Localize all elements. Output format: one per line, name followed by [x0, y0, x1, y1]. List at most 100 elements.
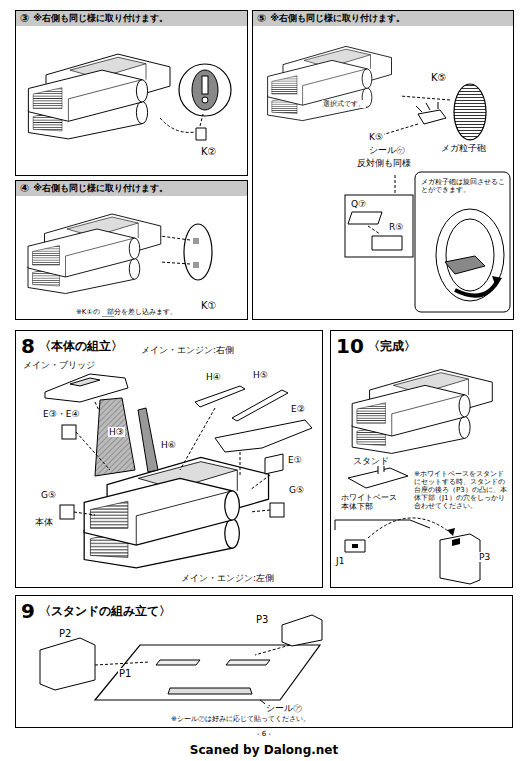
line-art — [368, 226, 380, 234]
step-header: ④ ※右側も同じ様に取り付けます。 — [16, 181, 247, 196]
line-art — [446, 219, 494, 291]
line-art — [60, 505, 74, 519]
line-art — [215, 420, 312, 452]
step-number: 10 — [336, 334, 364, 358]
part-label: R⑤ — [388, 222, 404, 232]
part-label: K② — [200, 146, 218, 158]
line-art — [415, 172, 510, 312]
part-label: P1 — [118, 668, 132, 680]
step-header: 10〈完成〉 — [331, 331, 512, 361]
step-title: ※右側も同じ様に取り付けます。 — [33, 182, 168, 195]
part-label: K① — [200, 300, 218, 312]
line-art — [202, 97, 208, 103]
part-label: ※シール㋐は好みに応じて貼ってください。 — [170, 715, 311, 723]
line-art — [352, 544, 358, 548]
line-art — [395, 175, 396, 195]
line-art — [179, 64, 231, 116]
step-number: ④ — [20, 182, 29, 195]
part-label: E③・E④ — [42, 409, 81, 419]
part-label: P2 — [58, 628, 72, 640]
part-label: ※ホワイトベースをスタンドにセットする時、スタンドの台座の後ろ（P3）の凸に、本… — [413, 470, 511, 510]
line-art — [160, 118, 195, 132]
line-art — [492, 276, 502, 287]
part-label: 反対側も同様 — [356, 158, 412, 168]
part-label: E① — [287, 455, 303, 465]
step-number: 8 — [21, 334, 35, 358]
line-art — [202, 76, 208, 94]
step-number: 9 — [21, 599, 35, 623]
line-art — [345, 540, 365, 552]
line-art — [416, 102, 438, 112]
line-art — [195, 386, 245, 407]
line-art — [160, 236, 190, 264]
line-art — [455, 280, 498, 296]
line-art — [196, 128, 206, 140]
line-art — [70, 378, 100, 386]
part-label: E② — [290, 404, 306, 414]
line-art — [400, 96, 450, 100]
line-art — [454, 84, 486, 140]
line-art — [368, 518, 452, 538]
part-label: 本体 — [34, 517, 54, 527]
step-header: ③ ※右側も同じ様に取り付けます。 — [16, 11, 247, 26]
part-label: メガ粒子砲 — [440, 143, 487, 153]
part-label: メガ粒子砲は旋回させることができます。 — [420, 178, 506, 194]
part-label: メイン・エンジン:右側 — [140, 345, 235, 355]
line-art — [270, 503, 284, 517]
step-number: ③ — [20, 12, 29, 25]
part-label: メイン・ブリッジ — [22, 360, 96, 370]
part-label: G⑤ — [288, 485, 305, 495]
step-title: 〈スタンドの組み立て〉 — [39, 603, 171, 620]
line-art — [282, 615, 322, 646]
line-art — [436, 209, 504, 301]
line-art — [348, 212, 382, 224]
line-art — [372, 236, 402, 250]
line-art — [440, 534, 480, 584]
line-art — [138, 408, 158, 472]
line-art — [232, 390, 288, 421]
part-label: ※K①の 部分を差し込みます。 — [75, 308, 178, 316]
line-art — [180, 408, 215, 470]
part-label: H④ — [205, 372, 222, 382]
line-art — [418, 110, 446, 124]
line-art — [200, 114, 203, 126]
line-art — [28, 214, 161, 294]
line-art — [445, 256, 485, 274]
line-art — [193, 262, 199, 268]
line-art — [74, 432, 270, 515]
line-art — [62, 425, 76, 439]
line-art — [193, 238, 199, 244]
line-art — [447, 528, 455, 536]
part-label: Q⑦ — [350, 199, 367, 209]
step-header: ⑤ ※右側も同じ様に取り付けます。 — [253, 11, 513, 26]
line-art — [28, 54, 170, 139]
part-label: P3 — [478, 552, 491, 562]
line-art — [240, 452, 270, 490]
line-art — [352, 370, 492, 454]
part-label: H⑤ — [252, 370, 269, 380]
step-title: ※右側も同じ様に取り付けます。 — [33, 12, 168, 25]
part-label: シール㋐ — [265, 703, 303, 713]
line-art — [268, 46, 392, 120]
part-label: H⑥ — [160, 440, 177, 450]
line-art — [45, 374, 128, 402]
part-label: - 6 - — [256, 730, 272, 738]
line-art — [95, 645, 320, 700]
part-label: H③ — [108, 427, 125, 437]
part-label: メイン・エンジン:左側 — [180, 573, 275, 583]
line-art — [184, 224, 212, 280]
part-label: シール㋘ — [368, 145, 406, 155]
part-label: G⑤ — [40, 490, 57, 500]
line-art — [335, 520, 430, 530]
part-label: K⑤ — [430, 72, 448, 84]
line-art — [265, 454, 283, 474]
step-panel: ④ ※右側も同じ様に取り付けます。 — [15, 180, 248, 320]
part-label: 選択式です。 — [322, 100, 366, 108]
part-label: P3 — [255, 614, 269, 626]
line-art — [40, 638, 95, 690]
step-number: ⑤ — [257, 12, 266, 25]
part-label: Scaned by Dalong.net — [189, 744, 339, 758]
line-art — [452, 538, 460, 546]
step-title: ※右側も同じ様に取り付けます。 — [270, 12, 405, 25]
